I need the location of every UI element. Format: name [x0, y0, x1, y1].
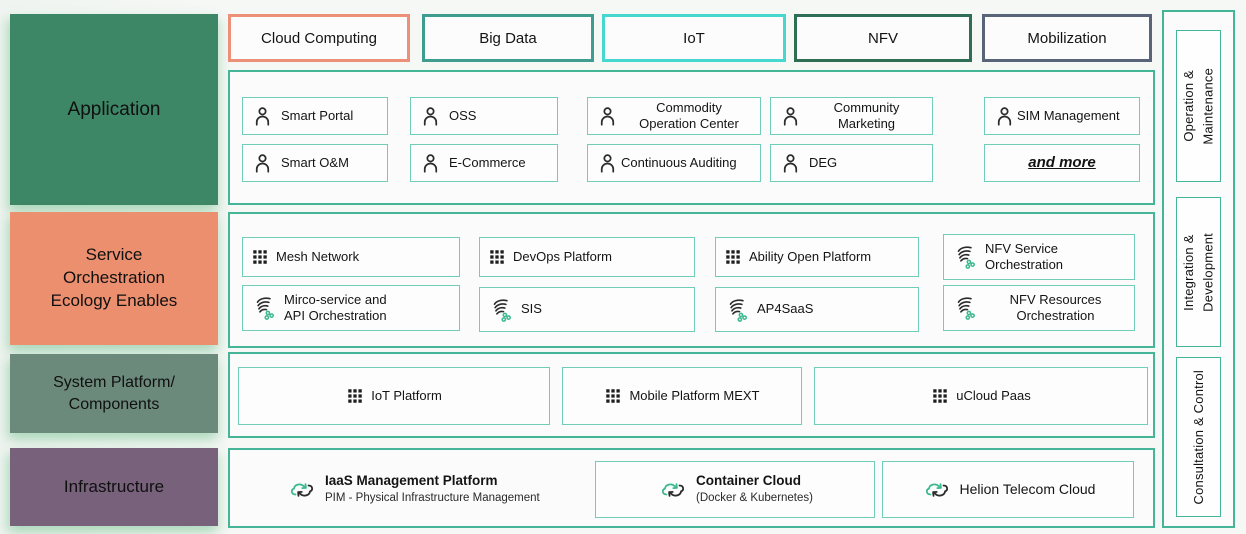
sys-item-ucloud-paas: uCloud Paas [814, 367, 1148, 425]
app-item-label: E-Commerce [449, 154, 526, 170]
app-item-sim-management: SIM Management [984, 97, 1140, 135]
person-icon [779, 152, 802, 175]
cloud-sync-icon [286, 477, 318, 503]
tech-box-mobilization: Mobilization [982, 14, 1152, 62]
lifecycle-operation-maintenance: Operation & Maintenance [1176, 30, 1221, 182]
grid-dots-icon [724, 248, 742, 266]
inf-item-helion-telecom-cloud: Helion Telecom Cloud [882, 461, 1134, 518]
vertical-label: Operation & Maintenance [1181, 67, 1216, 145]
sys-item-iot-platform: IoT Platform [238, 367, 550, 425]
row-label-infrastructure: Infrastructure [10, 448, 218, 526]
app-item-label: Smart Portal [281, 107, 354, 123]
svc-item-label: Mirco-service and API Orchestration [284, 291, 387, 323]
app-item-smart-portal: Smart Portal [242, 97, 388, 135]
vertical-label: Integration & Development [1181, 232, 1216, 312]
tech-box-nfv: NFV [794, 14, 972, 62]
tech-box-cloud-computing: Cloud Computing [228, 14, 410, 62]
app-item-commodity-operation-center: Commodity Operation Center [587, 97, 761, 135]
app-item-deg: DEG [770, 144, 933, 182]
inf-item-text: Container Cloud (Docker & Kubernetes) [696, 473, 813, 505]
person-icon [419, 152, 442, 175]
app-item-label: Continuous Auditing [621, 154, 737, 170]
cloud-sync-icon [657, 477, 689, 503]
row-label-service-orchestration: Service Orchestration Ecology Enables [10, 212, 218, 345]
stream-icon [724, 297, 750, 323]
sys-item-mobile-platform-mext: Mobile Platform MEXT [562, 367, 802, 425]
inf-item-text: IaaS Management Platform PIM - Physical … [325, 473, 540, 505]
vertical-label: Consultation & Control [1190, 369, 1206, 505]
person-icon [993, 105, 1016, 128]
tech-box-iot: IoT [602, 14, 786, 62]
app-item-label: SIM Management [1017, 107, 1120, 123]
app-item-oss: OSS [410, 97, 558, 135]
app-item-label: and more [1028, 153, 1096, 171]
app-item-community-marketing: Community Marketing [770, 97, 933, 135]
app-item-label: OSS [449, 107, 477, 123]
inf-item-subtitle: (Docker & Kubernetes) [696, 492, 813, 505]
person-icon [419, 105, 442, 128]
grid-dots-icon [931, 387, 949, 405]
system-platform-section: IoT Platform Mobile Platform MEXT uCloud… [228, 352, 1155, 438]
svc-item-label: NFV Resources Orchestration [1009, 291, 1102, 323]
stream-icon [251, 295, 277, 321]
svc-item-nfv-resources-orchestration: NFV Resources Orchestration [943, 285, 1135, 331]
lifecycle-consultation-control: Consultation & Control [1176, 357, 1221, 517]
lifecycle-column: Operation & Maintenance Integration & De… [1162, 10, 1235, 528]
service-orchestration-section: Mesh Network DevOps Platform Ability Ope… [228, 212, 1155, 348]
app-item-label: Community Marketing [833, 99, 900, 131]
svc-item-mirco-service-api: Mirco-service and API Orchestration [242, 285, 460, 331]
svc-item-sis: SIS [479, 287, 695, 332]
svc-item-label: NFV Service Orchestration [985, 240, 1064, 272]
svc-item-label: DevOps Platform [513, 248, 612, 264]
row-label-application: Application [10, 14, 218, 205]
app-item-label: DEG [809, 154, 838, 170]
app-item-label: Smart O&M [281, 154, 349, 170]
cloud-sync-icon [921, 477, 953, 503]
inf-item-iaas-management: IaaS Management Platform PIM - Physical … [278, 461, 578, 518]
app-item-label: Commodity Operation Center [639, 99, 739, 131]
person-icon [251, 105, 274, 128]
sys-item-label: IoT Platform [371, 387, 442, 403]
inf-item-subtitle: PIM - Physical Infrastructure Management [325, 492, 540, 505]
inf-item-title: Helion Telecom Cloud [959, 480, 1096, 497]
grid-dots-icon [251, 248, 269, 266]
person-icon [251, 152, 274, 175]
app-item-and-more: and more [984, 144, 1140, 182]
svc-item-mesh-network: Mesh Network [242, 237, 460, 277]
inf-item-container-cloud: Container Cloud (Docker & Kubernetes) [595, 461, 875, 518]
svc-item-devops-platform: DevOps Platform [479, 237, 695, 277]
inf-item-title: IaaS Management Platform [325, 473, 498, 489]
grid-dots-icon [488, 248, 506, 266]
inf-item-title: Container Cloud [696, 473, 802, 489]
svc-item-label: SIS [521, 301, 542, 317]
stream-icon [952, 244, 978, 270]
grid-dots-icon [346, 387, 364, 405]
sys-item-label: Mobile Platform MEXT [629, 387, 760, 403]
svc-item-nfv-service-orchestration: NFV Service Orchestration [943, 234, 1135, 280]
row-label-system-platform: System Platform/ Components [10, 354, 218, 433]
svc-item-ap4saas: AP4SaaS [715, 287, 919, 332]
application-section: Smart Portal OSS Commodity Operation Cen… [228, 70, 1155, 205]
stream-icon [952, 295, 978, 321]
svc-item-label: AP4SaaS [757, 301, 814, 317]
svc-item-label: Ability Open Platform [749, 248, 872, 264]
app-item-ecommerce: E-Commerce [410, 144, 558, 182]
person-icon [779, 105, 802, 128]
infrastructure-section: IaaS Management Platform PIM - Physical … [228, 448, 1155, 528]
person-icon [596, 152, 619, 175]
app-item-smart-om: Smart O&M [242, 144, 388, 182]
grid-dots-icon [604, 387, 622, 405]
svc-item-ability-open-platform: Ability Open Platform [715, 237, 919, 277]
app-item-continuous-auditing: Continuous Auditing [587, 144, 761, 182]
lifecycle-integration-development: Integration & Development [1176, 197, 1221, 347]
sys-item-label: uCloud Paas [956, 387, 1031, 403]
person-icon [596, 105, 619, 128]
stream-icon [488, 297, 514, 323]
tech-box-big-data: Big Data [422, 14, 594, 62]
svc-item-label: Mesh Network [276, 248, 360, 264]
